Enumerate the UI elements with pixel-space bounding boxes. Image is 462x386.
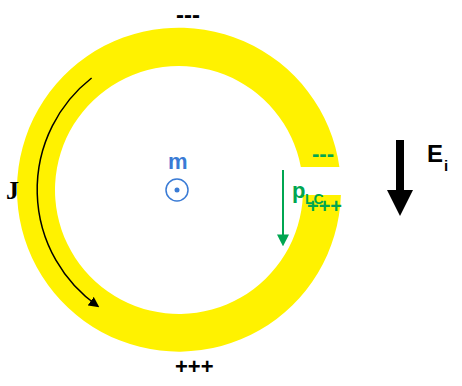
dipole-label: p: [292, 178, 305, 203]
field-label: E: [427, 140, 443, 167]
charge-label: ---: [176, 1, 200, 28]
field-arrow-shaft: [396, 140, 404, 192]
field-label-box: E: [427, 142, 443, 166]
dipole-label-box: p: [292, 180, 305, 202]
gap-charge-label-box: ---: [312, 143, 334, 165]
gap-charge-label: +++: [307, 195, 342, 217]
gap-charge-label: ---: [312, 141, 334, 166]
moment-label: m: [168, 149, 188, 174]
gap-charge-label-box: +++: [307, 196, 342, 216]
moment-symbol: [166, 179, 188, 201]
field-arrow-head: [387, 190, 413, 216]
current-label-box: J: [6, 178, 19, 204]
current-label: J: [6, 176, 19, 205]
current-arrow: [37, 78, 97, 306]
charge-label-box: +++: [175, 356, 214, 378]
field-subscript-box: i: [444, 158, 448, 173]
field-subscript: i: [444, 157, 448, 174]
split-ring: [17, 28, 341, 352]
dipole-arrow: [282, 170, 284, 244]
moment-label-box: m: [168, 151, 188, 173]
charge-label: +++: [175, 354, 214, 379]
moment-dot: [175, 188, 180, 193]
charge-label-box: ---: [176, 3, 200, 27]
